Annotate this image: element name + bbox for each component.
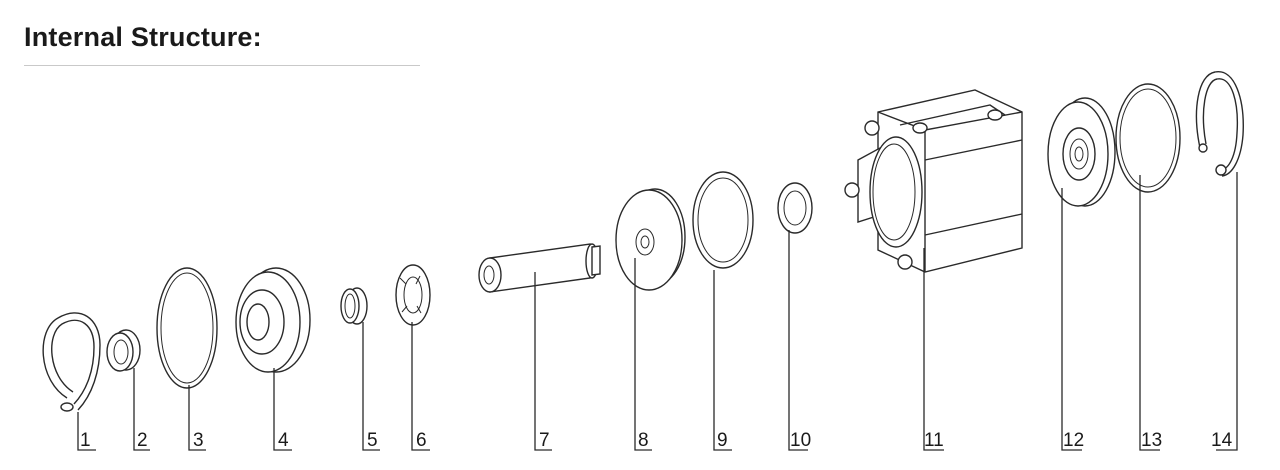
part-label-3: 3 — [193, 430, 204, 451]
part-6-seal — [395, 264, 431, 451]
part-labels: 1 2 3 4 5 6 7 8 9 10 11 12 13 14 — [80, 430, 1233, 451]
part-label-14: 14 — [1211, 430, 1233, 451]
page-title: Internal Structure: — [24, 22, 262, 52]
part-13-o-ring — [1115, 83, 1181, 451]
part-label-7: 7 — [539, 430, 550, 451]
part-label-2: 2 — [137, 430, 148, 451]
part-7-piston-rod — [478, 243, 601, 451]
part-label-10: 10 — [790, 430, 811, 451]
part-11-cylinder-body — [844, 89, 1023, 451]
part-label-8: 8 — [638, 430, 649, 451]
title-divider — [24, 65, 420, 66]
part-label-12: 12 — [1063, 430, 1084, 451]
part-label-5: 5 — [367, 430, 378, 451]
part-4-head-cover — [235, 267, 311, 451]
part-14-snap-ring — [1195, 71, 1244, 451]
part-10-washer — [777, 182, 813, 451]
part-8-piston — [615, 188, 686, 451]
part-label-1: 1 — [80, 430, 91, 451]
part-1-snap-ring — [42, 312, 101, 451]
part-12-rear-cover — [1047, 97, 1116, 451]
part-9-o-ring — [692, 171, 754, 451]
part-5-bushing — [340, 287, 380, 451]
part-label-9: 9 — [717, 430, 728, 451]
part-label-13: 13 — [1141, 430, 1162, 451]
part-2-bushing — [106, 329, 150, 451]
part-label-6: 6 — [416, 430, 427, 451]
part-3-o-ring — [156, 267, 218, 451]
part-label-11: 11 — [924, 430, 944, 451]
part-label-4: 4 — [278, 430, 289, 451]
